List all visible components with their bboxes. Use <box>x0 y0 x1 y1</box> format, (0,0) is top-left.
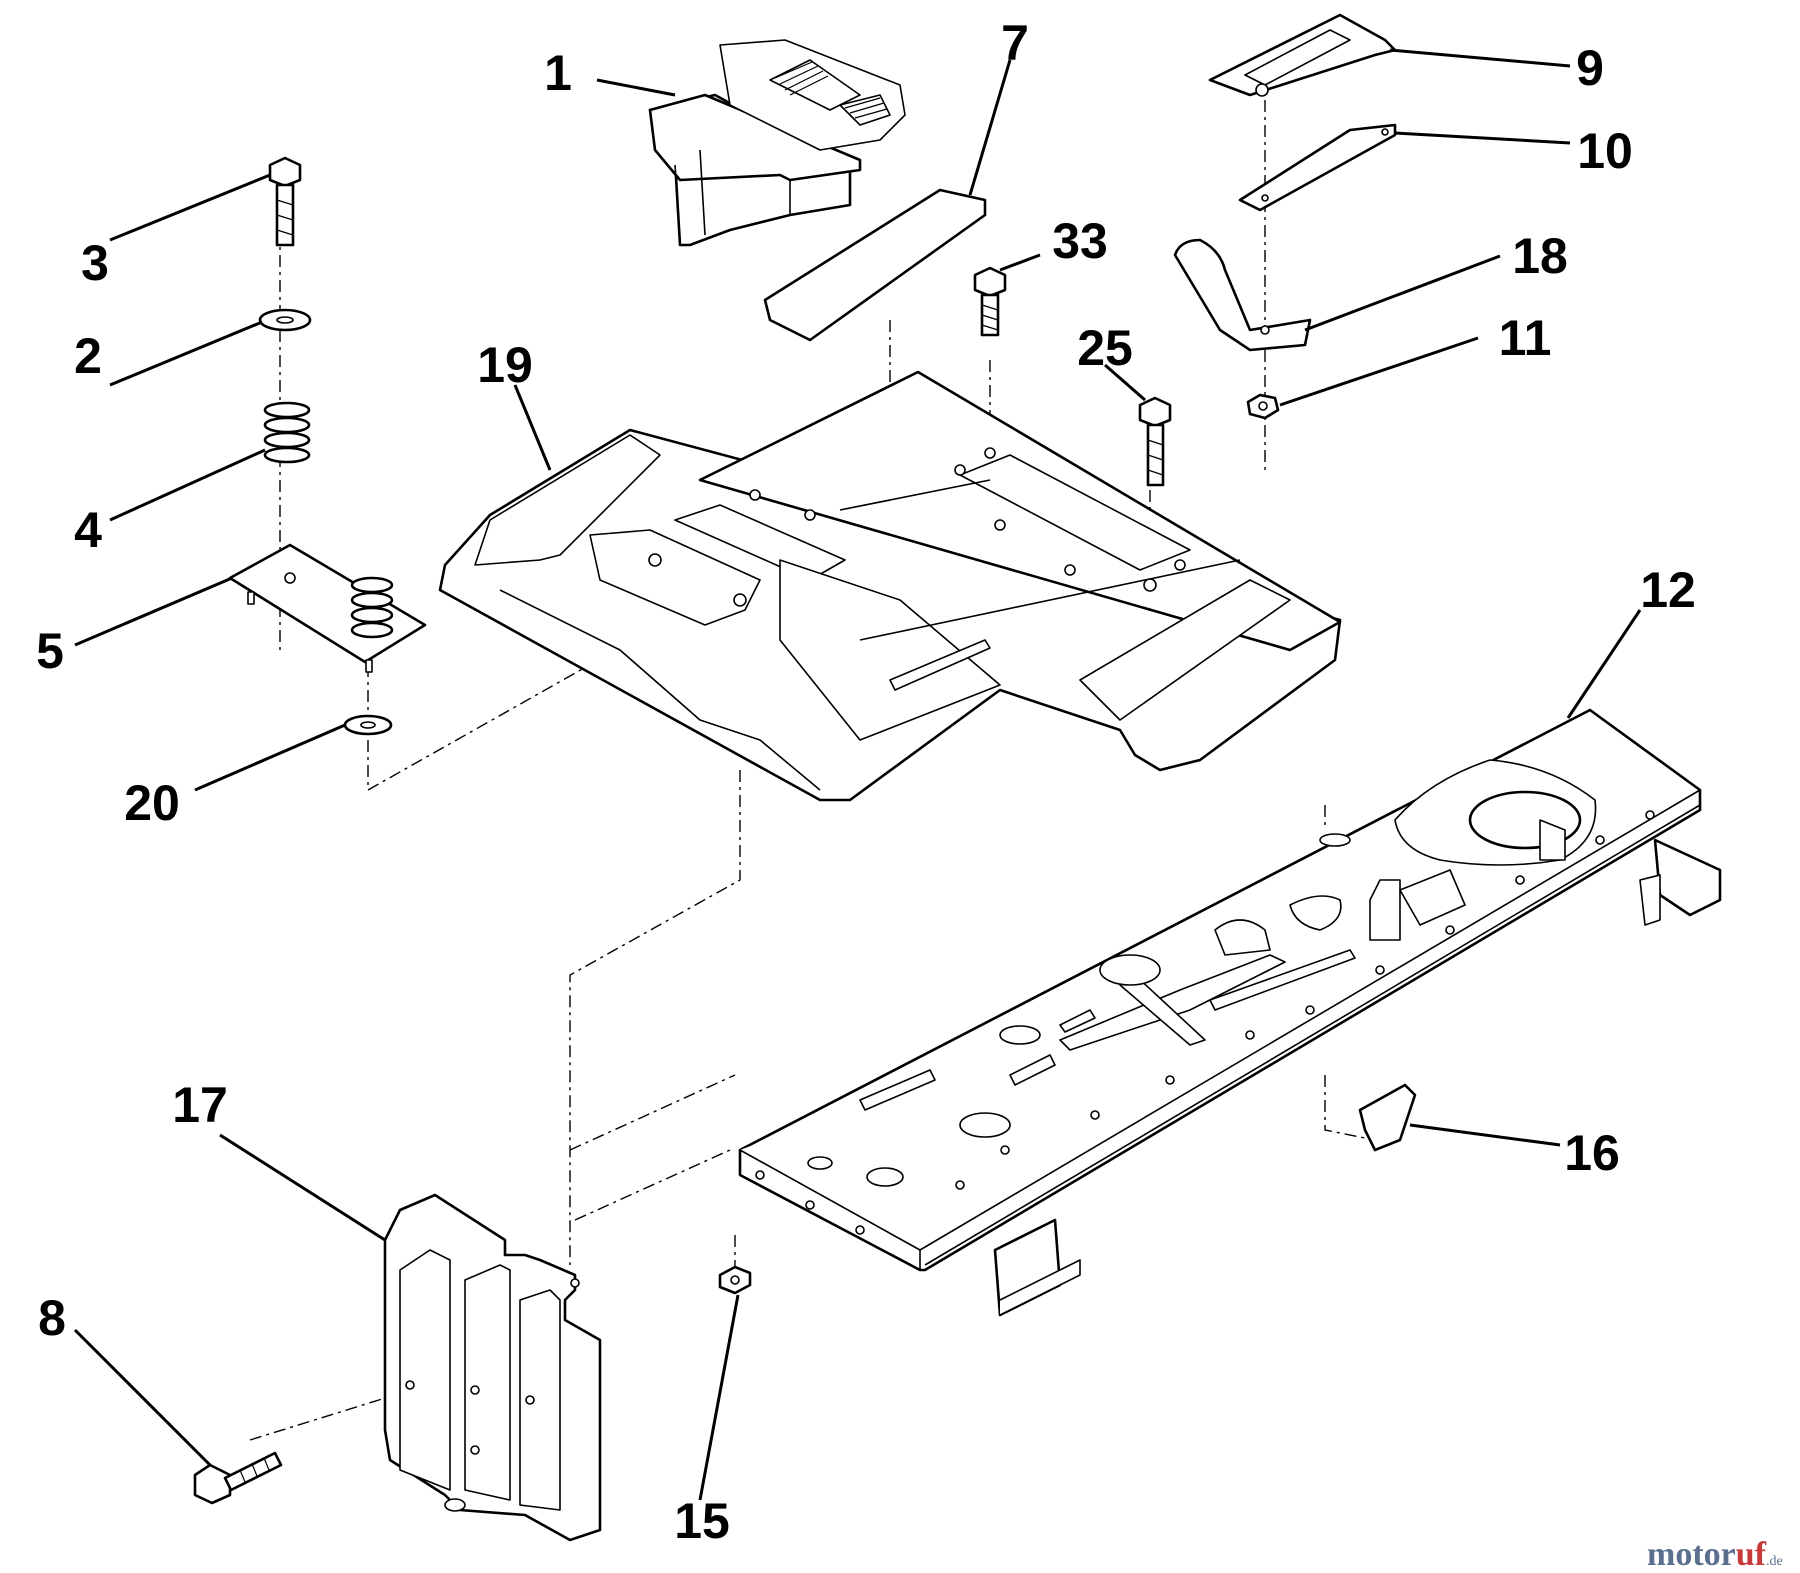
callout-2: 2 <box>74 328 102 384</box>
callout-12: 12 <box>1640 562 1696 618</box>
main-frame <box>738 708 1722 1317</box>
callout-4: 4 <box>74 502 102 558</box>
mounting-plate <box>383 1193 602 1542</box>
small-bracket <box>1358 1083 1417 1152</box>
bolt-25 <box>1138 396 1172 487</box>
callout-numbers: 1 2 3 4 5 7 8 9 10 11 12 15 16 17 18 19 … <box>36 15 1696 1549</box>
leader-lines <box>73 48 1642 1501</box>
callout-5: 5 <box>36 623 64 679</box>
bolt-33 <box>973 266 1007 337</box>
watermark-logo: motoruf.de <box>1647 1536 1783 1573</box>
callout-33: 33 <box>1052 213 1108 269</box>
seat-spring-stack <box>228 156 427 736</box>
callout-7: 7 <box>1001 15 1029 71</box>
callout-16: 16 <box>1564 1125 1620 1181</box>
storage-tray <box>648 39 906 247</box>
callout-19: 19 <box>477 337 533 393</box>
watermark-part1: motor <box>1647 1536 1736 1573</box>
upper-right-brackets <box>1173 13 1397 420</box>
callout-9: 9 <box>1576 40 1604 96</box>
callout-11: 11 <box>1499 310 1552 366</box>
nut-15 <box>718 1265 752 1295</box>
callout-1: 1 <box>544 45 572 101</box>
callout-15: 15 <box>674 1493 730 1549</box>
bolt-8 <box>193 1451 283 1505</box>
watermark-text: motoruf.de <box>1647 1536 1783 1573</box>
callout-25: 25 <box>1077 320 1133 376</box>
watermark-part2: uf <box>1736 1536 1767 1573</box>
spring-4 <box>263 401 311 464</box>
spring-5 <box>350 576 394 639</box>
fender-seat-pan <box>438 370 1342 802</box>
callout-8: 8 <box>38 1290 66 1346</box>
callout-18: 18 <box>1512 228 1568 284</box>
callout-17: 17 <box>172 1077 228 1133</box>
decal-strip <box>763 188 987 342</box>
watermark-suffix: .de <box>1766 1554 1783 1569</box>
callout-20: 20 <box>124 775 180 831</box>
callout-3: 3 <box>81 235 109 291</box>
callout-10: 10 <box>1577 123 1633 179</box>
